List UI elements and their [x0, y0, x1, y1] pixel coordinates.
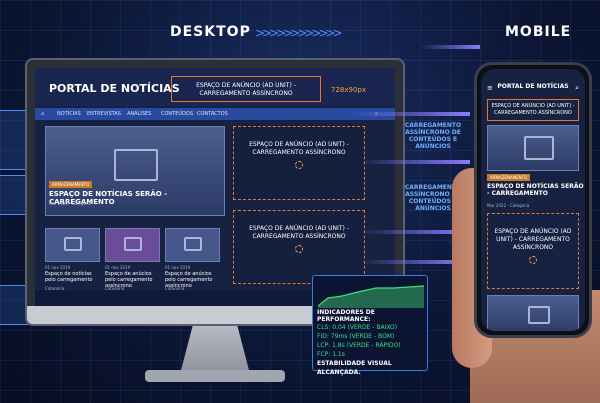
- arrow-icon: [360, 160, 470, 164]
- mobile-headline[interactable]: ESPAÇO DE NOTÍCIAS SERÃO - CARREGAMENTO: [487, 183, 584, 197]
- performance-chart: [318, 285, 424, 308]
- mobile-meta: Mar 2022 · Categoria: [487, 203, 530, 208]
- nav-item[interactable]: ENTREVISTAS: [87, 111, 121, 117]
- nav-item[interactable]: NOTÍCIAS: [57, 111, 81, 117]
- performance-title: INDICADORES DE PERFORMANCE:: [317, 309, 375, 323]
- card-image[interactable]: [165, 228, 220, 262]
- card-title[interactable]: Espaço de anúcios pelo carregamento assí…: [165, 271, 213, 289]
- metric-cls: CLS: 0.04 (VERDE - BAIXO): [317, 324, 398, 331]
- card-image[interactable]: [45, 228, 100, 262]
- mobile-card-image[interactable]: [487, 295, 579, 331]
- card-title[interactable]: Espaço de notícias pelo carregamento: [45, 271, 93, 283]
- site-nav: ⌂ NOTÍCIAS ENTREVISTAS ANÁLISES CONTEÚDO…: [35, 108, 395, 120]
- site-header: PORTAL DE NOTÍCIAS ESPAÇO DE ANÚNCIO (AD…: [35, 68, 395, 106]
- hero-image[interactable]: [45, 126, 225, 216]
- chevrons-icon: >>>>>>>>>>>>: [255, 26, 343, 40]
- hero-title[interactable]: ESPAÇO DE NOTÍCIAS SERÃO - CARREGAMENTO: [49, 190, 168, 206]
- performance-footer: ESTABILIDADE VISUAL ALCANÇADA.: [317, 360, 392, 376]
- arrow-icon: [360, 260, 470, 264]
- menu-icon[interactable]: ≡: [487, 84, 493, 92]
- image-placeholder-icon: [124, 237, 142, 251]
- card-date: 01 nov 2019: [105, 265, 131, 270]
- hero-meta: Mar 2022 · Categoria: [49, 201, 92, 206]
- nav-item[interactable]: CONTACTOS: [197, 111, 228, 117]
- desktop-screen: PORTAL DE NOTÍCIAS ESPAÇO DE ANÚNCIO (AD…: [35, 68, 395, 306]
- card-meta: Categoria: [165, 286, 185, 291]
- arrow-icon: [360, 230, 470, 234]
- mobile-screen: ≡ PORTAL DE NOTÍCIAS ⌕ ESPAÇO DE ANÚNCIO…: [481, 69, 585, 331]
- performance-panel: INDICADORES DE PERFORMANCE: CLS: 0.04 (V…: [312, 275, 428, 376]
- hero-badge: ARMAZENAMENTO: [49, 181, 93, 188]
- monitor-chin: [27, 306, 403, 324]
- image-placeholder-icon: [184, 237, 202, 251]
- mobile-phone: ≡ PORTAL DE NOTÍCIAS ⌕ ESPAÇO DE ANÚNCIO…: [474, 62, 592, 338]
- card-meta: Categoria: [45, 286, 65, 291]
- card-title[interactable]: Espaço de anúcios pelo carregamento assí…: [105, 271, 153, 289]
- card-date: 01 nov 2019: [165, 265, 191, 270]
- monitor-base: [145, 370, 285, 382]
- ad-size-label: 728x90px: [331, 86, 366, 94]
- ad-unit-label: ESPAÇO DE ANÚNCIO (AD UNIT) - CARREGAMEN…: [494, 228, 572, 251]
- metric-fcp: FCP: 1.1s: [317, 351, 345, 358]
- site-logo[interactable]: PORTAL DE NOTÍCIAS: [49, 82, 180, 95]
- image-placeholder-icon: [528, 306, 550, 324]
- ad-unit-top: ESPAÇO DE ANÚNCIO (AD UNIT) - CARREGAMEN…: [171, 76, 321, 102]
- desktop-monitor: PORTAL DE NOTÍCIAS ESPAÇO DE ANÚNCIO (AD…: [25, 58, 405, 326]
- async-label: CARREGAMENTO ASSÍNCRONO DE CONTEÚDOS E A…: [404, 184, 462, 212]
- image-placeholder-icon: [114, 149, 158, 181]
- ad-unit-side: ESPAÇO DE ANÚNCIO (AD UNIT) - CARREGAMEN…: [233, 210, 365, 284]
- card-date: 01 nov 2019: [45, 265, 71, 270]
- loading-spinner-icon: [529, 256, 537, 264]
- arrow-icon: [350, 112, 470, 116]
- mobile-label: MOBILE: [505, 24, 572, 40]
- ad-unit-label: ESPAÇO DE ANÚNCIO (AD UNIT) - CARREGAMEN…: [249, 141, 349, 156]
- search-icon[interactable]: ⌕: [575, 84, 579, 92]
- desktop-label: DESKTOP: [170, 24, 251, 40]
- ad-unit-side: ESPAÇO DE ANÚNCIO (AD UNIT) - CARREGAMEN…: [233, 126, 365, 200]
- mobile-site-title[interactable]: PORTAL DE NOTÍCIAS: [497, 83, 569, 90]
- arrow-icon: [420, 45, 480, 49]
- card-image[interactable]: [105, 228, 160, 262]
- metric-lcp: LCP: 1.8s (VERDE - RÁPIDO): [317, 342, 401, 349]
- image-placeholder-icon: [524, 136, 554, 160]
- loading-spinner-icon: [295, 161, 303, 169]
- async-label: CARREGAMENTO ASSÍNCRONO DE CONTEÚDOS E A…: [404, 122, 462, 150]
- monitor-stand: [180, 326, 250, 374]
- mobile-ad-unit-top: ESPAÇO DE ANÚNCIO (AD UNIT) - CARREGAMEN…: [487, 99, 579, 121]
- metric-fid: FID: 79ms (VERDE - BOM): [317, 333, 395, 340]
- nav-item[interactable]: CONTEÚDOS: [161, 111, 193, 117]
- mobile-hero-image[interactable]: [487, 125, 579, 171]
- nav-item[interactable]: ANÁLISES: [127, 111, 152, 117]
- ad-unit-label: ESPAÇO DE ANÚNCIO (AD UNIT) - CARREGAMEN…: [249, 225, 349, 240]
- home-icon[interactable]: ⌂: [41, 111, 45, 117]
- mobile-ad-unit: ESPAÇO DE ANÚNCIO (AD UNIT) - CARREGAMEN…: [487, 213, 579, 289]
- mobile-badge: ARMAZENAMENTO: [487, 174, 531, 181]
- card-meta: Categoria: [105, 286, 125, 291]
- loading-spinner-icon: [295, 245, 303, 253]
- image-placeholder-icon: [64, 237, 82, 251]
- footer-bar: [35, 290, 395, 306]
